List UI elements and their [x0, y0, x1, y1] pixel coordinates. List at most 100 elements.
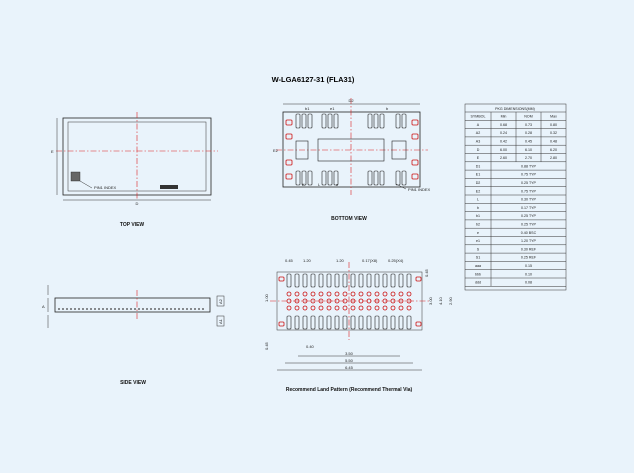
- table-cell: D: [477, 148, 480, 152]
- table-cell: 0.15: [525, 264, 532, 268]
- thermal-via: [382, 291, 388, 297]
- thermal-via: [286, 305, 292, 311]
- table-cell: b2: [476, 223, 480, 227]
- table-cell: 6.10: [525, 148, 532, 152]
- bottom-pad-bottom-4: [327, 170, 333, 186]
- table-cell: 0.68: [500, 123, 507, 127]
- table-cell: 1.20 TYP: [521, 239, 537, 243]
- land-dim-0-45-left: 0.45: [264, 341, 269, 350]
- side-dim-A2-box: [216, 295, 225, 307]
- table-cell: 0.30 REF: [521, 247, 537, 251]
- bottom-dim-K: K: [302, 182, 305, 187]
- thermal-via: [342, 305, 348, 311]
- land-pad-bottom-6: [334, 315, 340, 330]
- table-cell: 0.25 REF: [521, 256, 537, 260]
- thermal-via: [326, 305, 332, 311]
- bottom-pad-top-1: [301, 113, 307, 129]
- side-dim-A: A: [42, 304, 45, 309]
- thermal-via: [294, 291, 300, 297]
- land-pad-top-9: [358, 273, 364, 288]
- table-cell: A: [477, 123, 480, 127]
- land-pattern-caption: Recommend Land Pattern (Recommend Therma…: [286, 387, 413, 393]
- land-pad-bottom-9: [358, 315, 364, 330]
- table-header-cell: SYMBOL: [471, 115, 486, 119]
- table-cell: 0.28: [525, 131, 532, 135]
- table-cell: 0.80: [550, 123, 557, 127]
- bottom-pad-bottom-6: [367, 170, 373, 186]
- land-dim-1-20a: 1.20: [303, 258, 312, 263]
- table-cell: S1: [476, 256, 480, 260]
- bottom-view-outline: [282, 111, 421, 188]
- thermal-via: [390, 298, 396, 304]
- land-dim-0-17: 0.17(X8): [362, 258, 378, 263]
- bottom-pad-top-5: [333, 113, 339, 129]
- land-pad-top-13: [390, 273, 396, 288]
- table-cell: 6.20: [550, 148, 557, 152]
- land-pad-bottom-10: [366, 315, 372, 330]
- land-pad-bottom-11: [374, 315, 380, 330]
- bottom-pads: [285, 113, 419, 186]
- land-corner-pad-1: [278, 321, 285, 327]
- thermal-via: [302, 305, 308, 311]
- thermal-via: [334, 305, 340, 311]
- land-dim-0-25: 0.25(X4): [388, 258, 404, 263]
- bottom-pad-bottom-0: [295, 170, 301, 186]
- bottom-dim-b: b: [386, 106, 389, 111]
- table-cell: 0.32: [550, 131, 557, 135]
- bottom-view-caption: BOTTOM VIEW: [331, 216, 367, 222]
- land-pad-top-5: [326, 273, 332, 288]
- thermal-via: [406, 291, 412, 297]
- bottom-corner-pad-4: [411, 119, 419, 126]
- thermal-via: [358, 291, 364, 297]
- thermal-via: [310, 305, 316, 311]
- table-cell: 0.25 TYP: [521, 223, 537, 227]
- table-cell: 0.10: [525, 272, 532, 276]
- land-pad-top-2: [302, 273, 308, 288]
- table-header-cell: NOM: [524, 115, 532, 119]
- table-cell: 0.25 TYP: [521, 181, 537, 185]
- table-cell: 2.60: [500, 156, 507, 160]
- dim-E-label: E: [51, 149, 54, 154]
- thermal-via: [390, 291, 396, 297]
- drawing-title: W-LGA6127-31 (FLA31): [272, 75, 355, 84]
- land-pads: [278, 273, 422, 330]
- land-pad-top-10: [366, 273, 372, 288]
- thermal-via: [286, 291, 292, 297]
- side-dim-A1: A1: [218, 318, 223, 324]
- bottom-pad-top-4: [327, 113, 333, 129]
- thermal-via: [398, 298, 404, 304]
- table-cell: 0.45: [525, 140, 532, 144]
- side-view-caption: SIDE VIEW: [120, 380, 146, 386]
- bottom-pad-top-3: [321, 113, 327, 129]
- bottom-pin1-label: PIN1 INDEX: [408, 187, 431, 192]
- table-cell: 2.70: [525, 156, 532, 160]
- land-dim-0-40: 0.40: [306, 344, 315, 349]
- table-cell: A3: [476, 140, 480, 144]
- thermal-via: [350, 298, 356, 304]
- table-cell: 0.42: [500, 140, 507, 144]
- table-cell: 0.88 TYP: [521, 164, 537, 168]
- land-pad-bottom-14: [398, 315, 404, 330]
- thermal-via: [382, 298, 388, 304]
- thermal-via: [366, 291, 372, 297]
- table-cell: 0.48: [550, 140, 557, 144]
- table-header-cell: Max: [550, 115, 557, 119]
- thermal-via: [398, 305, 404, 311]
- thermal-via: [374, 298, 380, 304]
- table-cell: b: [477, 206, 479, 210]
- bottom-center-pad: [317, 138, 385, 162]
- bottom-dim-e: e: [336, 182, 339, 187]
- thermal-via: [302, 291, 308, 297]
- land-pad-bottom-3: [310, 315, 316, 330]
- land-pad-bottom-13: [390, 315, 396, 330]
- thermal-via: [334, 291, 340, 297]
- top-view: PIN1 INDEX D E TOP VIEW: [51, 112, 218, 228]
- bottom-dim-D2: D2: [348, 98, 354, 103]
- bottom-corner-pad-7: [411, 173, 419, 180]
- land-pad-top-7: [342, 273, 348, 288]
- bottom-pad-top-6: [367, 113, 373, 129]
- thermal-via: [318, 305, 324, 311]
- thermal-via: [406, 305, 412, 311]
- land-pad-top-1: [294, 273, 300, 288]
- thermal-via: [374, 305, 380, 311]
